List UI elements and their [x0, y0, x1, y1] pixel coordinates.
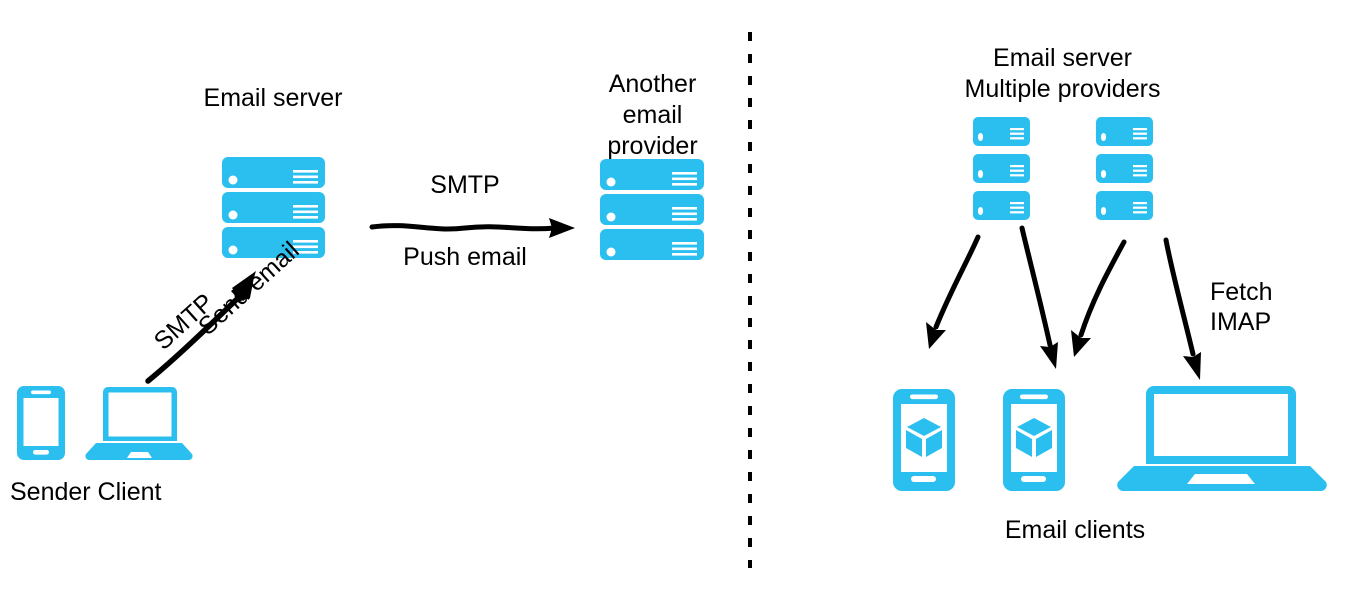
provider-server-rack-1 — [973, 117, 1030, 220]
sender-client-label: Sender Client — [10, 478, 162, 506]
arrow-server2-to-laptop — [1163, 237, 1201, 380]
provider-server-rack-2 — [1096, 117, 1153, 220]
sender-phone — [17, 386, 65, 460]
sender-laptop — [85, 387, 193, 460]
email-server-rack — [222, 157, 325, 258]
arrow-send-email — [145, 271, 256, 384]
provider-server-label-line2: Multiple providers — [964, 75, 1161, 103]
arrow-server1-to-phone1 — [926, 234, 981, 349]
arrow-server2-to-phone2 — [1071, 239, 1127, 357]
arrow-push-email — [369, 218, 575, 238]
email-clients-label: Email clients — [1004, 516, 1146, 544]
fetch-label-line1: Fetch — [1210, 278, 1273, 306]
client-phone-1 — [893, 389, 955, 491]
client-laptop — [1117, 386, 1327, 491]
provider-server-label-line1: Email server — [993, 44, 1132, 72]
client-phone-2 — [1003, 389, 1065, 491]
push-email-action-label: Push email — [403, 243, 527, 271]
cube-app-icon-2 — [1016, 418, 1052, 457]
cube-app-icon-1 — [906, 418, 942, 457]
another-provider-server-rack — [600, 159, 704, 260]
another-email-provider-label: Another email provider — [607, 70, 698, 160]
email-server-label: Email server — [203, 84, 343, 112]
fetch-label-line2: IMAP — [1210, 308, 1272, 336]
arrow-server1-to-phone2 — [1019, 225, 1058, 369]
smtp-push-protocol-label: SMTP — [430, 171, 500, 199]
